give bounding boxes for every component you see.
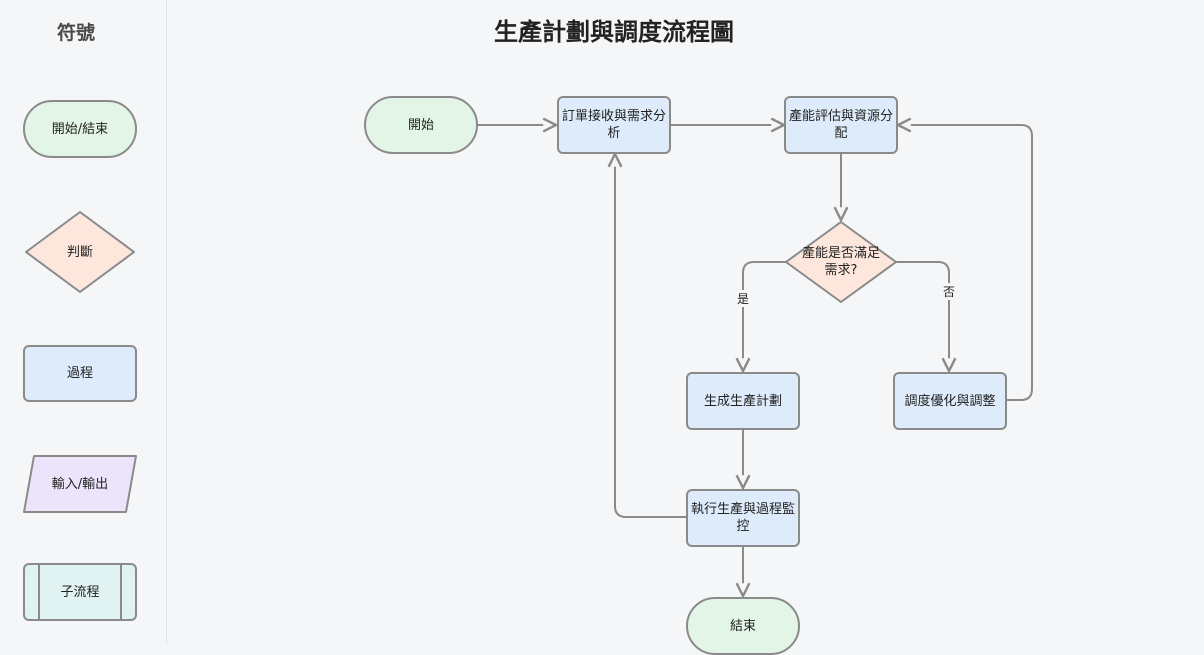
node-capacity: 產能評估與資源分配	[784, 96, 898, 154]
legend-terminal: 開始/結束	[23, 100, 137, 158]
node-decision-label: 產能是否滿足需求?	[801, 246, 880, 278]
node-optimize: 調度優化與調整	[893, 372, 1007, 430]
node-capacity-label: 產能評估與資源分配	[789, 109, 894, 141]
node-execute: 執行生產與過程監控	[686, 489, 800, 547]
node-end: 結束	[686, 597, 800, 655]
legend-subprocess: 子流程	[23, 563, 137, 621]
node-execute-label: 執行生產與過程監控	[691, 502, 796, 534]
edge-optimize-capacity	[898, 125, 1033, 401]
edge-execute-order	[615, 154, 686, 518]
legend-process-label: 過程	[66, 366, 93, 381]
edge-decision-plan	[743, 261, 786, 371]
edge-label-yes: 是	[736, 290, 751, 307]
legend-decision-label: 判斷	[66, 244, 93, 260]
legend-io-shape	[23, 455, 137, 513]
node-end-label: 結束	[729, 618, 756, 634]
legend-process: 過程	[23, 345, 137, 402]
node-optimize-label: 調度優化與調整	[904, 393, 996, 409]
legend-panel: 符號 開始/結束 判斷 過程 輸入/輸出 子流程	[0, 0, 167, 644]
decision-shape	[785, 221, 897, 303]
edge-label-no: 否	[942, 283, 957, 300]
legend-subprocess-label: 子流程	[60, 584, 100, 600]
node-plan-label: 生成生產計劃	[703, 393, 782, 409]
node-start: 開始	[364, 96, 478, 154]
node-start-label: 開始	[407, 117, 434, 133]
page-title: 生產計劃與調度流程圖	[494, 18, 734, 46]
edge-decision-optimize	[896, 261, 949, 371]
node-order-label: 訂單接收與需求分析	[562, 109, 667, 141]
legend-title: 符號	[56, 22, 95, 44]
legend-io-label: 輸入/輸出	[51, 476, 109, 492]
node-plan: 生成生產計劃	[686, 372, 800, 430]
legend-terminal-label: 開始/結束	[51, 121, 109, 137]
node-order: 訂單接收與需求分析	[557, 96, 671, 154]
legend-decision-shape	[25, 211, 135, 293]
